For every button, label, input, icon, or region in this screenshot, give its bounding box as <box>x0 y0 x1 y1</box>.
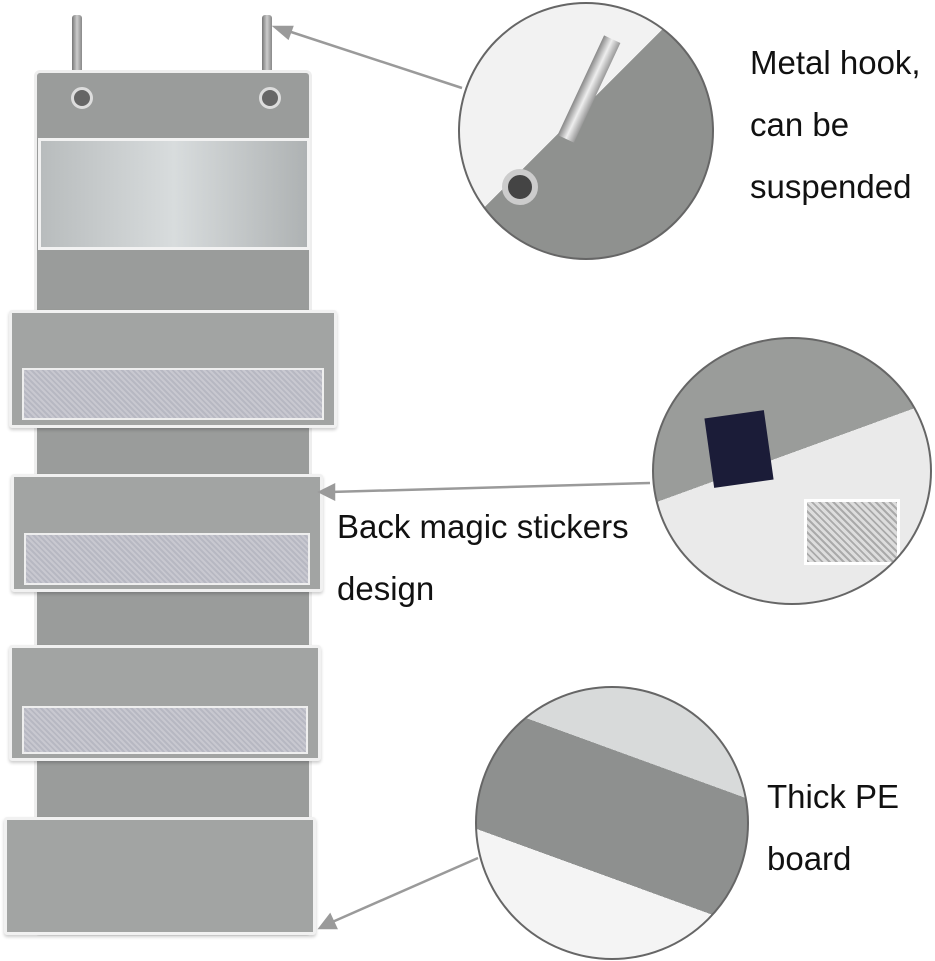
caption-line: Back magic stickers <box>337 508 629 545</box>
pocket-2 <box>11 474 323 592</box>
hook-caption: Metal hook, can be suspended <box>750 32 921 218</box>
grommet <box>259 87 281 109</box>
pocket-4 <box>4 817 316 935</box>
velcro-detail-circle <box>652 337 932 605</box>
board-detail-circle <box>475 686 749 960</box>
arrow-velcro <box>329 481 651 494</box>
velcro-caption: Back magic stickers design <box>337 496 629 620</box>
caption-line: design <box>337 570 435 607</box>
caption-line: suspended <box>750 168 912 205</box>
pocket-3 <box>9 645 321 761</box>
hook-detail-circle <box>458 2 714 260</box>
metal-hook-left <box>72 15 82 75</box>
arrow-hook <box>284 28 463 90</box>
caption-line: board <box>767 840 852 877</box>
metal-hook-right <box>262 15 272 75</box>
grommet <box>71 87 93 109</box>
caption-line: Thick PE <box>767 778 900 815</box>
board-caption: Thick PE board <box>767 766 899 890</box>
caption-line: Metal hook, <box>750 44 921 81</box>
clear-pocket <box>38 138 310 250</box>
pocket-1 <box>9 310 337 428</box>
arrow-board <box>329 856 479 925</box>
caption-line: can be <box>750 106 850 143</box>
